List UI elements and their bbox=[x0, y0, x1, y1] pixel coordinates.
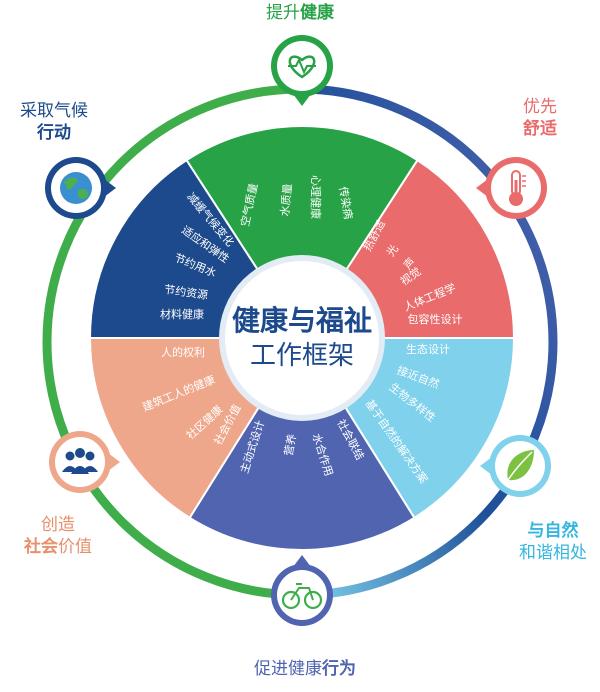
theme-label-health: 提升健康 bbox=[266, 3, 334, 23]
item-behaviour-1: 营养 bbox=[281, 433, 299, 457]
globe-icon bbox=[60, 172, 92, 204]
center-circle bbox=[219, 255, 385, 421]
item-comfort-5: 包容性设计 bbox=[408, 312, 463, 326]
segment-behaviour bbox=[188, 336, 416, 551]
center-subtitle: 工作框架 bbox=[250, 341, 354, 371]
heart-pulse-icon bbox=[288, 55, 316, 79]
item-nature-0: 生态设计 bbox=[406, 342, 450, 356]
leaf-icon bbox=[507, 450, 534, 481]
item-social-0: 人的权利 bbox=[161, 345, 205, 359]
community-icon bbox=[62, 448, 98, 474]
outer-ring-right bbox=[299, 84, 558, 600]
badge-nature bbox=[480, 435, 551, 497]
badge-behaviour bbox=[271, 555, 333, 626]
theme-label-social: 创造社会价值 bbox=[24, 515, 92, 557]
item-climate-3: 节约资源 bbox=[163, 282, 209, 302]
badge-social bbox=[49, 431, 120, 493]
item-health-2: 心理健康 bbox=[309, 175, 323, 219]
outer-ring-left bbox=[42, 84, 301, 600]
item-health-1: 水质量 bbox=[278, 183, 294, 217]
badge-health bbox=[271, 35, 333, 106]
center-title: 健康与福祉 bbox=[232, 304, 372, 337]
theme-label-climate: 采取气候行动 bbox=[20, 101, 88, 143]
item-health-3: 传染病 bbox=[336, 185, 356, 220]
segment-health bbox=[185, 125, 419, 340]
thermometer-icon bbox=[509, 170, 526, 206]
badge-climate bbox=[45, 157, 116, 219]
badge-comfort bbox=[476, 157, 547, 219]
theme-label-nature: 与自然和谐相处 bbox=[519, 521, 587, 563]
theme-label-comfort: 优先舒适 bbox=[523, 97, 557, 139]
bicycle-icon bbox=[281, 583, 323, 610]
item-climate-4: 材料健康 bbox=[160, 307, 204, 321]
theme-label-behaviour: 促进健康行为 bbox=[254, 659, 356, 679]
